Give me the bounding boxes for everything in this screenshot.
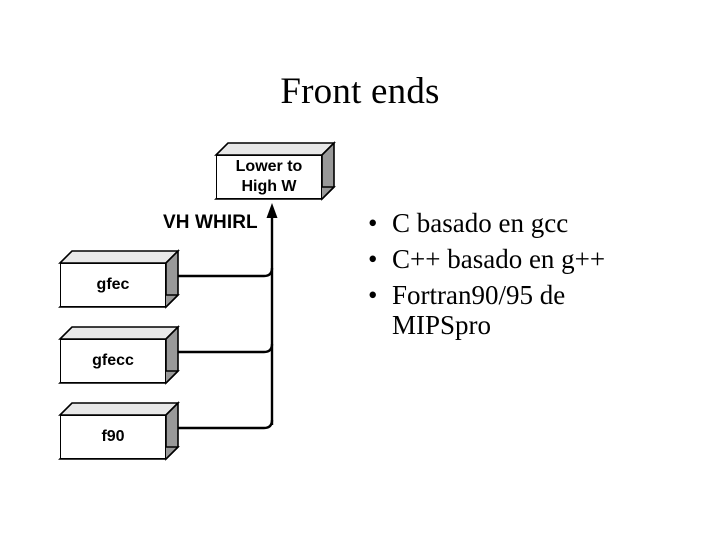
bullet-marker-icon: • [368, 243, 378, 274]
box-front-face: Lower to High W [216, 155, 322, 199]
list-item: • C++ basado en g++ [360, 244, 712, 275]
flow-diagram: Lower to High W gfec [58, 141, 336, 461]
page-title: Front ends [280, 71, 440, 112]
edge-label-vh-whirl: VH WHIRL [163, 212, 258, 233]
diagram-box-f90[interactable]: f90 [58, 401, 180, 461]
bullet-marker-icon: • [368, 208, 378, 238]
connector-gfec [166, 267, 274, 278]
list-item-text: C basado en gcc [392, 208, 569, 238]
bullet-list: • C basado en gcc • C++ basado en g++ • … [360, 208, 712, 346]
list-item: • Fortran90/95 de MIPSpro [360, 280, 712, 342]
list-item: • C basado en gcc [360, 208, 712, 239]
box-front-face: f90 [60, 415, 166, 459]
arrowhead-icon [266, 203, 278, 218]
list-item-text: C++ basado en g++ [392, 243, 606, 274]
diagram-box-lower-to-high-w[interactable]: Lower to High W [214, 141, 336, 201]
box-front-face: gfecc [60, 339, 166, 383]
diagram-box-gfecc[interactable]: gfecc [58, 325, 180, 385]
connector-f90 [166, 419, 274, 430]
diagram-box-label: f90 [101, 428, 125, 446]
box-front-face: gfec [60, 263, 166, 307]
bullet-marker-icon: • [368, 279, 378, 310]
connector-gfecc [166, 343, 274, 354]
connector-lines [166, 203, 278, 430]
diagram-box-gfec[interactable]: gfec [58, 249, 180, 309]
diagram-box-label: gfecc [92, 352, 134, 370]
list-item-text: Fortran90/95 de MIPSpro [392, 279, 566, 341]
diagram-box-label: gfec [96, 276, 130, 294]
diagram-box-label: Lower to High W [235, 158, 303, 195]
